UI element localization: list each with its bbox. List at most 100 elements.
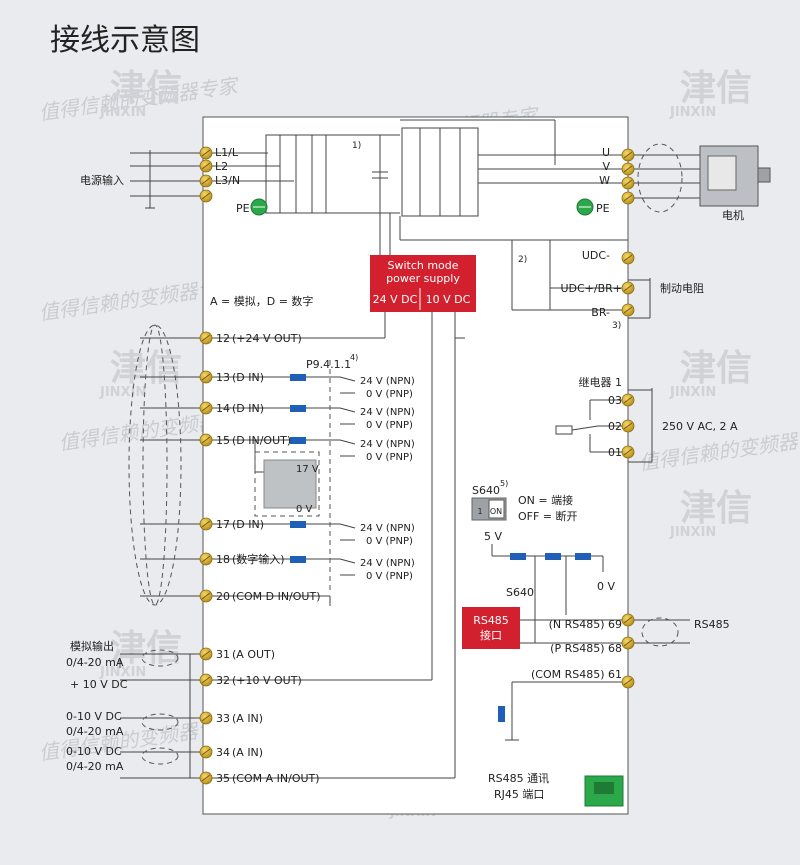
ain2-ma: 0/4-20 mA: [66, 760, 124, 773]
terminal-screw: [199, 711, 213, 725]
digital-terminal-number: 13: [216, 371, 230, 384]
analog-terminal-label: (A OUT): [232, 648, 275, 661]
analog-terminal-number: 32: [216, 674, 230, 687]
pnp-label: 0 V (PNP): [366, 389, 413, 400]
terminal-udc-minus: UDC-: [582, 249, 610, 262]
terminal-l1: L1/L: [215, 146, 239, 159]
digital-terminal-number: 14: [216, 402, 230, 415]
brake-resistor-label: 制动电阻: [660, 282, 704, 295]
relay-pin-02: 02: [608, 420, 622, 433]
pnp-label: 0 V (PNP): [366, 536, 413, 547]
legend-ad: A = 模拟，D = 数字: [210, 294, 313, 308]
watermark-brand: 津信: [680, 488, 752, 529]
terminal-screw: [621, 281, 635, 295]
motor-icon: [699, 145, 771, 207]
selector-switch: [339, 439, 356, 445]
watermark-brand-en: JINXIN: [99, 665, 146, 680]
terminal-screw: [621, 613, 635, 627]
page-title: 接线示意图: [50, 23, 200, 58]
digital-terminal-label: (D IN): [232, 518, 264, 531]
terminal-screw: [621, 251, 635, 265]
smps-10v: 10 V DC: [426, 293, 471, 306]
npn-label: 24 V (NPN): [360, 407, 415, 418]
watermark-brand: 津信: [110, 68, 182, 109]
terminal-br-minus: BR-: [591, 306, 610, 319]
smps-box: [370, 255, 476, 312]
rs485-box-line2: 接口: [480, 629, 502, 642]
aout-title: 模拟输出: [70, 639, 114, 653]
terminal-61: (COM RS485) 61: [531, 668, 622, 681]
pnp-label: 0 V (PNP): [366, 452, 413, 463]
v0-label: 0 V: [296, 504, 313, 515]
digital-terminal-number: 15: [216, 434, 230, 447]
terminal-screw: [199, 331, 213, 345]
power-input-label: 电源输入: [80, 173, 124, 187]
analog-terminal-label: (+10 V OUT): [232, 674, 302, 687]
relay-rating: 250 V AC, 2 A: [662, 420, 738, 433]
aout-range: 0/4-20 mA: [66, 656, 124, 669]
analog-terminal-number: 31: [216, 648, 230, 661]
s640-pos-on: ON: [490, 507, 502, 516]
note-2: 2): [518, 255, 527, 265]
selector-switch: [339, 523, 356, 529]
param-label: P9.4.1.1: [306, 358, 351, 371]
digital-terminal-number: 12: [216, 332, 230, 345]
terminal-l3: L3/N: [215, 174, 240, 187]
terminal-screw: [199, 647, 213, 661]
digital-terminal-labels: 12(+24 V OUT)13(D IN)14(D IN)15(D IN/OUT…: [216, 332, 320, 603]
selector-switch: [339, 376, 356, 382]
note-4: 4): [350, 353, 358, 362]
digital-terminal-label: (D IN): [232, 402, 264, 415]
terminal-screw: [199, 552, 213, 566]
analog-terminal-label: (COM A IN/OUT): [232, 772, 320, 785]
selector-switch: [339, 558, 356, 564]
terminal-screw: [199, 673, 213, 687]
digital-terminal-number: 20: [216, 590, 230, 603]
terminal-v: V: [602, 160, 610, 173]
terminal-udc-plus: UDC+/BR+: [560, 282, 622, 295]
terminal-screw: [621, 191, 635, 205]
smps-line2: power supply: [386, 272, 460, 285]
digital-terminal-label: (+24 V OUT): [232, 332, 302, 345]
analog-terminal-labels: 31(A OUT)32(+10 V OUT)33(A IN)34(A IN)35…: [216, 648, 320, 785]
watermark-brand-en: JINXIN: [99, 105, 146, 120]
watermark-brand: 津信: [110, 628, 182, 669]
terminal-screw: [621, 393, 635, 407]
terminal-screw: [199, 771, 213, 785]
ain1-v: 0-10 V DC: [66, 710, 122, 723]
motor-label: 电机: [722, 208, 744, 222]
terminal-screw: [621, 176, 635, 190]
terminal-w: W: [599, 174, 610, 187]
terminal-l2: L2: [215, 160, 228, 173]
ain1-ma: 0/4-20 mA: [66, 725, 124, 738]
smps-24v: 24 V DC: [373, 293, 418, 306]
pe-label-right: PE: [596, 202, 610, 215]
watermark-brand-en: JINXIN: [669, 105, 716, 120]
digital-terminal-label: (COM D IN/OUT): [232, 590, 320, 603]
terminal-screw: [199, 174, 213, 188]
analog-terminal-label: (A IN): [232, 712, 263, 725]
rs485-interface-box: [462, 607, 520, 649]
relay-coil-icon: [555, 425, 573, 435]
relay-pin-01: 01: [608, 446, 622, 459]
npn-label: 24 V (NPN): [360, 558, 415, 569]
terminal-screw: [621, 419, 635, 433]
watermark-brand: 津信: [680, 68, 752, 109]
npn-label: 24 V (NPN): [360, 523, 415, 534]
terminal-68: (P RS485) 68: [550, 642, 622, 655]
rj45-port-icon: [584, 775, 624, 807]
v10-label: + 10 V DC: [70, 678, 128, 691]
pnp-label: 0 V (PNP): [366, 420, 413, 431]
digital-terminal-label: (D IN): [232, 371, 264, 384]
terminal-screw: [199, 745, 213, 759]
terminal-screw: [199, 433, 213, 447]
relay-pin-03: 03: [608, 394, 622, 407]
terminal-screw: [621, 303, 635, 317]
digital-terminal-label: (数字输入): [232, 552, 285, 566]
s640-off-desc: OFF = 断开: [518, 509, 578, 523]
terminal-screw: [199, 159, 213, 173]
npn-pnp-labels: 24 V (NPN) 0 V (PNP) 24 V (NPN) 0 V (PNP) 24…: [339, 376, 415, 582]
rs485-0v: 0 V: [597, 580, 615, 593]
smps-line1: Switch mode: [387, 259, 458, 272]
